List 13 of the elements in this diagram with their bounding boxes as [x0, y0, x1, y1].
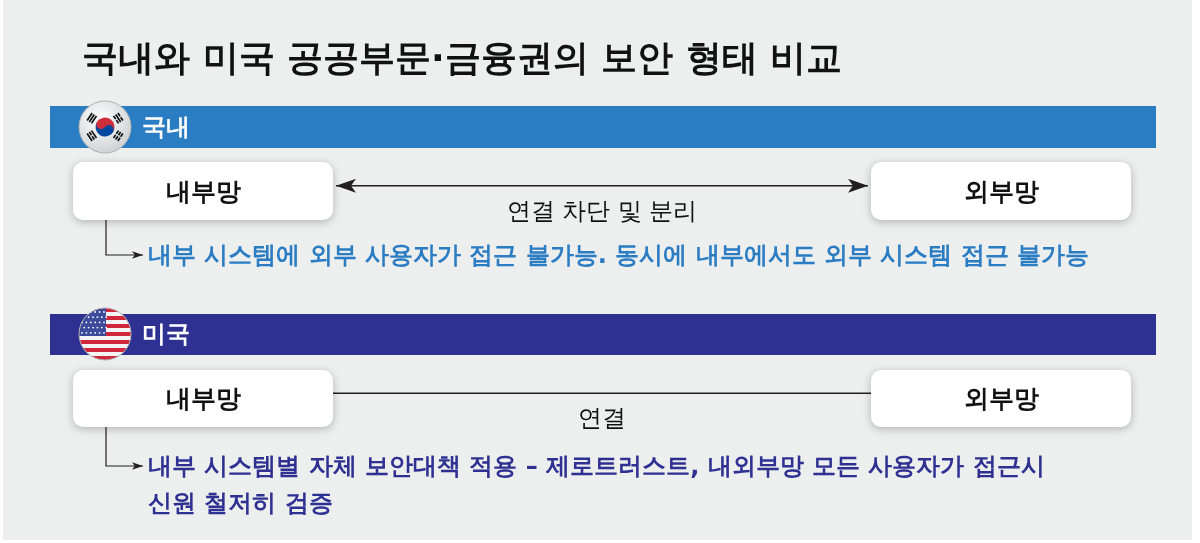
network-box: 외부망 — [871, 370, 1131, 427]
header-band: 미국 — [50, 314, 1156, 355]
header-band: 국내 — [50, 106, 1156, 148]
leader-arrow — [105, 426, 144, 470]
title: 국내와 미국 공공부문·금융권의 보안 형태 비교 — [82, 36, 843, 80]
connector-line — [332, 392, 872, 395]
leader-arrow — [105, 219, 144, 259]
network-box: 내부망 — [73, 370, 333, 427]
network-box: 내부망 — [73, 162, 333, 220]
arrow — [335, 178, 869, 193]
network-box: 외부망 — [871, 162, 1131, 220]
note-text: 내부 시스템별 자체 보안대책 적용 – 제로트러스트, 내외부망 모든 사용자가 접근시 신원 철저히 검증 — [148, 448, 1088, 522]
note-text: 내부 시스템에 외부 사용자가 접근 불가능. 동시에 내부에서도 외부 시스템 접근 불가능 — [148, 237, 1090, 274]
